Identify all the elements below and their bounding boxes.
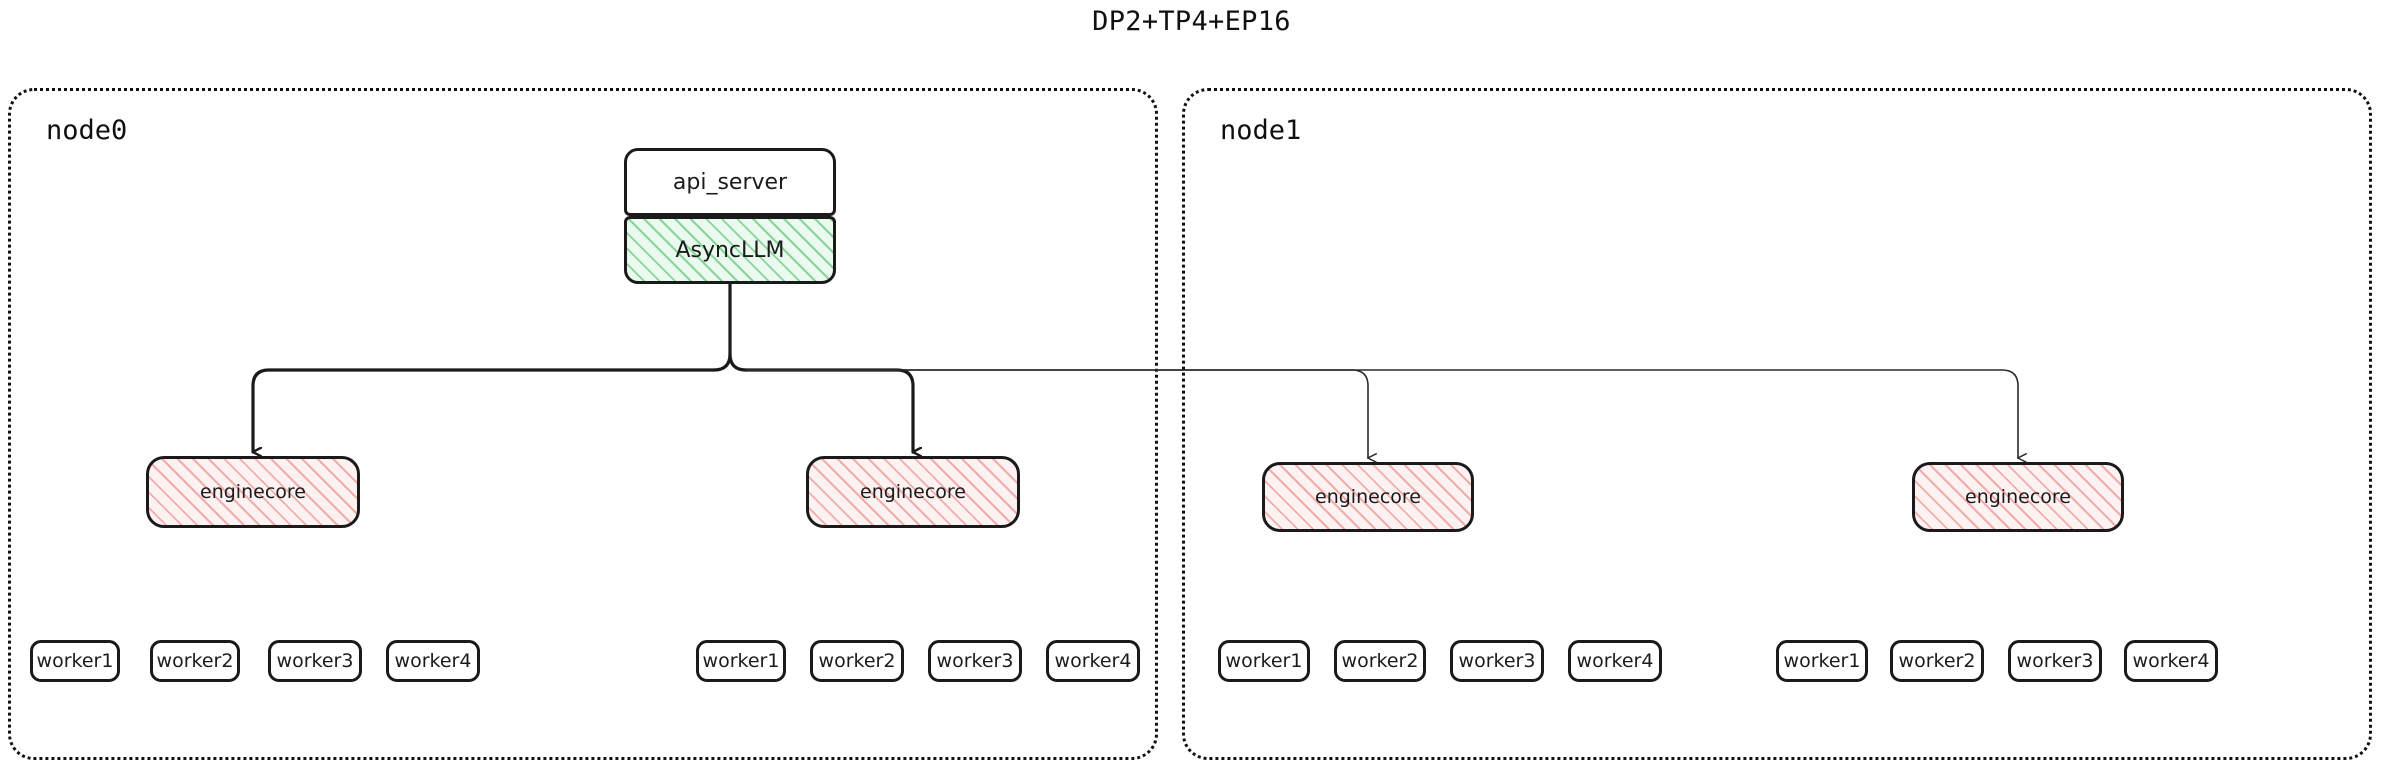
worker-label: worker3	[936, 650, 1014, 672]
worker-label: worker3	[2016, 650, 2094, 672]
box-worker-node1-g1-2[interactable]: worker2	[1890, 640, 1984, 682]
box-worker-node0-g1-3[interactable]: worker3	[928, 640, 1022, 682]
worker-label: worker4	[394, 650, 472, 672]
worker-label: worker1	[1783, 650, 1861, 672]
box-worker-node1-g0-1[interactable]: worker1	[1218, 640, 1310, 682]
worker-label: worker2	[1341, 650, 1419, 672]
box-enginecore-node0-0[interactable]: enginecore	[146, 456, 360, 528]
box-worker-node0-g0-2[interactable]: worker2	[150, 640, 240, 682]
box-worker-node0-g0-3[interactable]: worker3	[268, 640, 362, 682]
box-worker-node0-g1-1[interactable]: worker1	[696, 640, 786, 682]
box-enginecore-node0-1[interactable]: enginecore	[806, 456, 1020, 528]
box-api-server-label: api_server	[672, 169, 788, 195]
node-label-node0: node0	[46, 115, 128, 146]
box-worker-node1-g0-3[interactable]: worker3	[1450, 640, 1544, 682]
box-worker-node0-g0-1[interactable]: worker1	[30, 640, 120, 682]
box-worker-node1-g1-4[interactable]: worker4	[2124, 640, 2218, 682]
worker-label: worker3	[1458, 650, 1536, 672]
box-worker-node1-g1-3[interactable]: worker3	[2008, 640, 2102, 682]
worker-label: worker1	[702, 650, 780, 672]
box-enginecore-node1-1[interactable]: enginecore	[1912, 462, 2124, 532]
worker-label: worker2	[156, 650, 234, 672]
worker-label: worker4	[1054, 650, 1132, 672]
worker-label: worker1	[36, 650, 114, 672]
box-worker-node1-g1-1[interactable]: worker1	[1776, 640, 1868, 682]
box-worker-node0-g0-4[interactable]: worker4	[386, 640, 480, 682]
box-enginecore-label: enginecore	[1965, 486, 2071, 508]
box-worker-node1-g0-4[interactable]: worker4	[1568, 640, 1662, 682]
box-enginecore-node1-0[interactable]: enginecore	[1262, 462, 1474, 532]
worker-label: worker3	[276, 650, 354, 672]
box-async-llm-label: AsyncLLM	[675, 237, 785, 263]
worker-label: worker2	[1898, 650, 1976, 672]
worker-label: worker2	[818, 650, 896, 672]
worker-label: worker1	[1225, 650, 1303, 672]
box-worker-node0-g1-2[interactable]: worker2	[810, 640, 904, 682]
box-enginecore-label: enginecore	[860, 481, 966, 503]
page-title: DP2+TP4+EP16	[1092, 6, 1291, 37]
worker-label: worker4	[2132, 650, 2210, 672]
box-async-llm[interactable]: AsyncLLM	[624, 216, 836, 284]
box-worker-node0-g1-4[interactable]: worker4	[1046, 640, 1140, 682]
node-label-node1: node1	[1220, 115, 1302, 146]
box-enginecore-label: enginecore	[200, 481, 306, 503]
box-worker-node1-g0-2[interactable]: worker2	[1334, 640, 1426, 682]
box-api-server[interactable]: api_server	[624, 148, 836, 216]
worker-label: worker4	[1576, 650, 1654, 672]
box-enginecore-label: enginecore	[1315, 486, 1421, 508]
